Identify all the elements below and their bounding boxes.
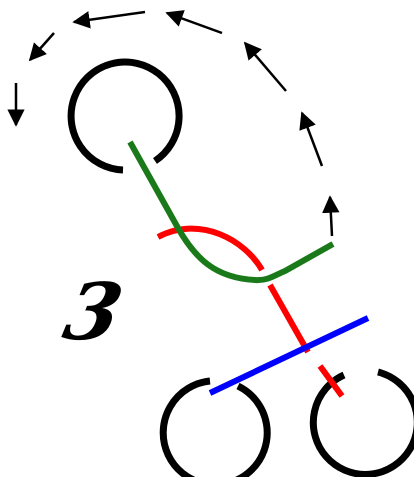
green-strand xyxy=(127,140,335,284)
red-strand xyxy=(156,225,265,272)
arrow-segment xyxy=(165,10,223,35)
arrow-segment xyxy=(28,32,55,62)
arrow-segment xyxy=(72,10,146,29)
arrow-segment xyxy=(243,41,287,92)
bottom-right-ring xyxy=(309,368,414,477)
bottom-left-ring xyxy=(159,377,271,477)
red-strand xyxy=(317,364,345,398)
top-ring xyxy=(67,58,183,174)
arrow-segment xyxy=(322,195,340,237)
blue-strand xyxy=(208,315,370,396)
rotation-arrows xyxy=(7,10,340,237)
red-strand xyxy=(267,283,311,354)
arrow-segment xyxy=(299,111,324,167)
